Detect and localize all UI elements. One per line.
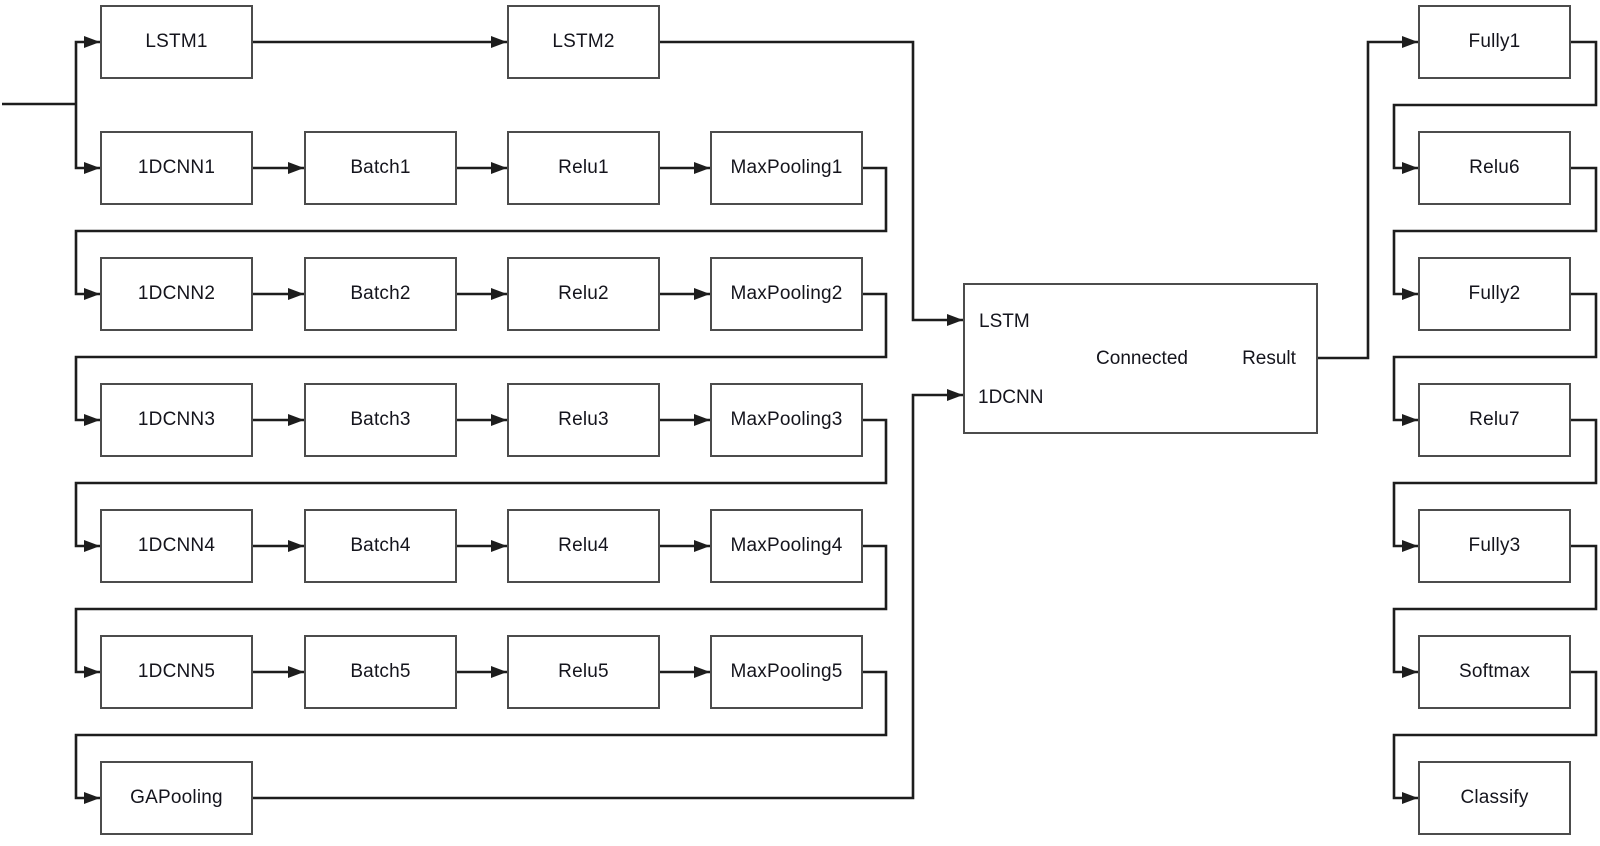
node-batch4: Batch4 [304,509,457,583]
edge-input-1dcnn1 [74,104,100,174]
edge-fully2-relu7 [1392,292,1598,426]
node-gapooling: GAPooling [100,761,253,835]
edge-maxpooling3-1dcnn4 [74,418,888,552]
edge-relu7-fully3 [1392,418,1598,552]
node-maxpooling1: MaxPooling1 [710,131,863,205]
edge-input-lstm1 [74,36,100,104]
node-relu3: Relu3 [507,383,660,457]
node-1dcnn4: 1DCNN4 [100,509,253,583]
merge-port-lstm-label: LSTM [979,311,1030,332]
node-fully3: Fully3 [1418,509,1571,583]
edge-softmax-classify [1392,670,1598,804]
edge-relu6-fully2 [1392,166,1598,300]
edge-maxpooling5-gapooling [74,670,888,804]
edge-maxpooling1-1dcnn2 [74,166,888,300]
edge-maxpooling2-1dcnn3 [74,292,888,426]
node-maxpooling4: MaxPooling4 [710,509,863,583]
merge-connected-label: Connected [1096,348,1188,369]
node-relu6: Relu6 [1418,131,1571,205]
node-maxpooling2: MaxPooling2 [710,257,863,331]
node-relu2: Relu2 [507,257,660,331]
node-fully2: Fully2 [1418,257,1571,331]
edge-fully3-softmax [1392,544,1598,678]
node-maxpooling5: MaxPooling5 [710,635,863,709]
node-softmax: Softmax [1418,635,1571,709]
edge-fully1-relu6 [1392,40,1598,174]
node-relu1: Relu1 [507,131,660,205]
edge-gapooling-merge [253,389,963,800]
node-1dcnn5: 1DCNN5 [100,635,253,709]
node-1dcnn2: 1DCNN2 [100,257,253,331]
node-lstm2: LSTM2 [507,5,660,79]
node-batch3: Batch3 [304,383,457,457]
node-maxpooling3: MaxPooling3 [710,383,863,457]
node-batch5: Batch5 [304,635,457,709]
node-relu7: Relu7 [1418,383,1571,457]
node-classify: Classify [1418,761,1571,835]
merge-port-1dcnn-label: 1DCNN [978,387,1044,408]
node-1dcnn1: 1DCNN1 [100,131,253,205]
node-relu4: Relu4 [507,509,660,583]
edge-merge-fully1 [1318,36,1418,360]
node-fully1: Fully1 [1418,5,1571,79]
node-1dcnn3: 1DCNN3 [100,383,253,457]
edge-lstm2-merge [660,40,963,326]
node-connected-result: LSTM 1DCNN Connected Result [963,283,1318,434]
node-relu5: Relu5 [507,635,660,709]
node-lstm1: LSTM1 [100,5,253,79]
node-batch1: Batch1 [304,131,457,205]
node-batch2: Batch2 [304,257,457,331]
edge-maxpooling4-1dcnn5 [74,544,888,678]
merge-result-label: Result [1242,348,1296,369]
